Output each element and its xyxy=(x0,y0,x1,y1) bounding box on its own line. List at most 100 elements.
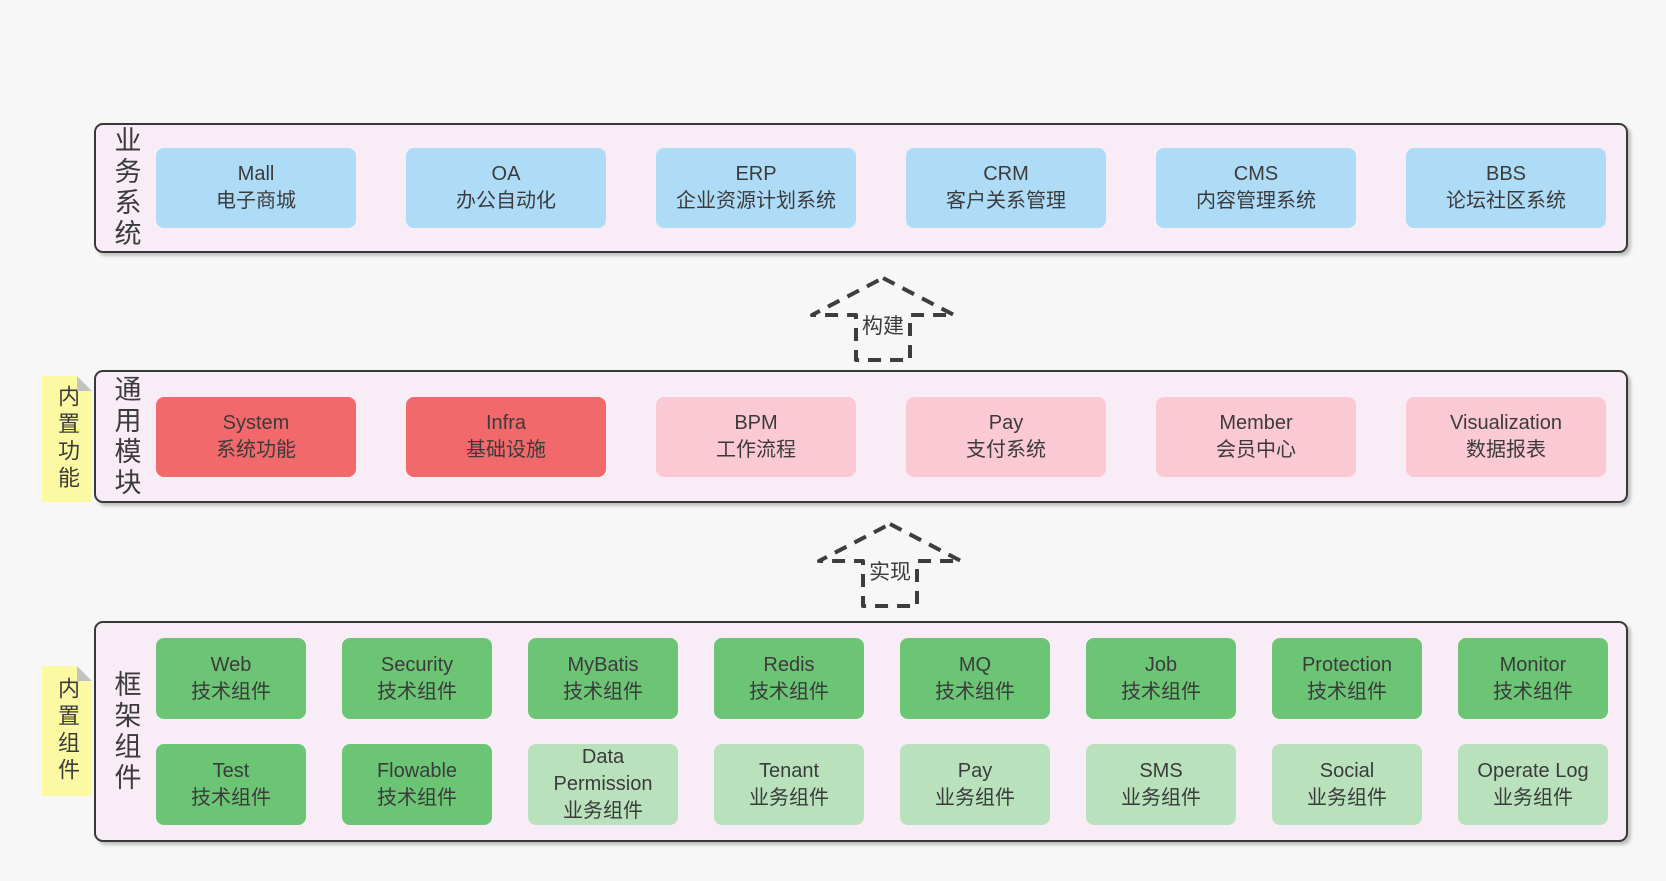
node-title: Infra xyxy=(485,411,527,434)
node-subtitle: 技术组件 xyxy=(1307,680,1387,703)
node-subtitle: 技术组件 xyxy=(377,786,457,809)
layer-label-framework-components: 框架组件 xyxy=(96,623,156,840)
arrow-build: 构建 xyxy=(810,275,956,363)
node-subtitle: 工作流程 xyxy=(716,438,796,461)
node-subtitle: 技术组件 xyxy=(191,786,271,809)
node-title: OA xyxy=(491,163,521,185)
layer-common-modules: 通用模块 System 系统功能 Infra 基础设施 BPM 工作流程 Pay… xyxy=(94,370,1628,503)
node-subtitle: 内容管理系统 xyxy=(1196,190,1316,212)
diagram-node-sms: SMS 业务组件 xyxy=(1086,744,1236,825)
diagram-node-mq: MQ 技术组件 xyxy=(900,638,1050,719)
diagram-node-pay-business: Pay 业务组件 xyxy=(900,744,1050,825)
node-subtitle: 技术组件 xyxy=(749,680,829,703)
node-title: Monitor xyxy=(1499,653,1567,676)
node-title: BBS xyxy=(1485,163,1527,185)
node-title: Visualization xyxy=(1450,411,1562,434)
diagram-node-bbs: BBS 论坛社区系统 xyxy=(1406,148,1606,228)
node-title: Security xyxy=(380,653,454,676)
node-subtitle: 技术组件 xyxy=(377,680,457,703)
node-title: Flowable xyxy=(376,759,458,782)
node-subtitle: 业务组件 xyxy=(1121,786,1201,809)
diagram-node-infra: Infra 基础设施 xyxy=(406,396,606,477)
node-title: MQ xyxy=(958,653,992,676)
component-row-1: Web 技术组件 Security 技术组件 MyBatis 技术组件 Redi… xyxy=(156,638,1626,719)
diagram-node-data-permission: Data Permission 业务组件 xyxy=(528,744,678,825)
node-title: Job xyxy=(1144,653,1178,676)
node-subtitle: 论坛社区系统 xyxy=(1446,190,1566,212)
layer-label-text: 通用模块 xyxy=(110,374,141,499)
arrow-build-label: 构建 xyxy=(859,309,907,341)
diagram-node-system: System 系统功能 xyxy=(156,396,356,477)
node-subtitle: 电子商城 xyxy=(216,190,296,212)
node-title: Operate Log xyxy=(1477,759,1589,782)
node-subtitle: 会员中心 xyxy=(1216,438,1296,461)
layer-label-common-modules: 通用模块 xyxy=(96,372,156,501)
node-subtitle: 基础设施 xyxy=(466,438,546,461)
node-title: Protection xyxy=(1301,653,1393,676)
node-title: Pay xyxy=(988,411,1024,434)
diagram-node-web: Web 技术组件 xyxy=(156,638,306,719)
node-title: Member xyxy=(1219,411,1293,434)
sticky-note-label: 内置功能 xyxy=(55,385,80,493)
node-title: CMS xyxy=(1233,163,1279,185)
diagram-node-visualization: Visualization 数据报表 xyxy=(1406,396,1606,477)
diagram-node-tenant: Tenant 业务组件 xyxy=(714,744,864,825)
diagram-node-member: Member 会员中心 xyxy=(1156,396,1356,477)
diagram-node-monitor: Monitor 技术组件 xyxy=(1458,638,1608,719)
diagram-node-security: Security 技术组件 xyxy=(342,638,492,719)
diagram-node-job: Job 技术组件 xyxy=(1086,638,1236,719)
node-title: ERP xyxy=(735,163,777,185)
diagram-node-mybatis: MyBatis 技术组件 xyxy=(528,638,678,719)
node-title: System xyxy=(222,411,290,434)
node-title: SMS xyxy=(1139,759,1183,782)
node-subtitle: 数据报表 xyxy=(1466,438,1546,461)
layer-business-systems: 业务系统 Mall 电子商城 OA 办公自动化 ERP 企业资源计划系统 CRM… xyxy=(94,123,1628,253)
node-title: BPM xyxy=(734,411,778,434)
node-subtitle: 支付系统 xyxy=(966,438,1046,461)
diagram-node-redis: Redis 技术组件 xyxy=(714,638,864,719)
diagram-node-bpm: BPM 工作流程 xyxy=(656,396,856,477)
layer-label-business-systems: 业务系统 xyxy=(96,125,156,251)
node-title: Web xyxy=(210,653,252,676)
node-title: MyBatis xyxy=(567,653,639,676)
sticky-note-builtin-components: 内置组件 xyxy=(42,666,92,796)
layer-label-text: 框架组件 xyxy=(110,669,141,794)
node-title: Social xyxy=(1319,759,1375,782)
diagram-node-cms: CMS 内容管理系统 xyxy=(1156,148,1356,228)
node-subtitle: 企业资源计划系统 xyxy=(676,190,836,212)
node-title: Redis xyxy=(763,653,815,676)
arrow-implement: 实现 xyxy=(817,521,963,609)
node-subtitle: 业务组件 xyxy=(563,800,643,822)
layer-label-text: 业务系统 xyxy=(110,126,141,250)
node-subtitle: 技术组件 xyxy=(191,680,271,703)
diagram-node-protection: Protection 技术组件 xyxy=(1272,638,1422,719)
diagram-node-erp: ERP 企业资源计划系统 xyxy=(656,148,856,228)
node-title: CRM xyxy=(983,163,1029,185)
sticky-note-label: 内置组件 xyxy=(55,677,80,785)
diagram-node-flowable: Flowable 技术组件 xyxy=(342,744,492,825)
node-subtitle: 系统功能 xyxy=(216,438,296,461)
diagram-node-mall: Mall 电子商城 xyxy=(156,148,356,228)
layer-framework-components: 框架组件 Web 技术组件 Security 技术组件 MyBatis 技术组件… xyxy=(94,621,1628,842)
node-subtitle: 技术组件 xyxy=(1121,680,1201,703)
node-subtitle: 办公自动化 xyxy=(456,190,556,212)
diagram-node-test: Test 技术组件 xyxy=(156,744,306,825)
node-subtitle: 业务组件 xyxy=(1307,786,1387,809)
framework-components-rows: Web 技术组件 Security 技术组件 MyBatis 技术组件 Redi… xyxy=(156,623,1626,840)
arrow-implement-label: 实现 xyxy=(866,555,914,587)
node-title: Tenant xyxy=(758,759,820,782)
node-title: Pay xyxy=(957,759,993,782)
sticky-note-builtin-functions: 内置功能 xyxy=(42,376,92,502)
node-title: Data Permission xyxy=(553,746,653,795)
diagram-node-operate-log: Operate Log 业务组件 xyxy=(1458,744,1608,825)
node-subtitle: 技术组件 xyxy=(1493,680,1573,703)
node-subtitle: 业务组件 xyxy=(935,786,1015,809)
diagram-node-social: Social 业务组件 xyxy=(1272,744,1422,825)
node-title: Mall xyxy=(237,163,275,185)
diagram-node-oa: OA 办公自动化 xyxy=(406,148,606,228)
diagram-node-pay: Pay 支付系统 xyxy=(906,396,1106,477)
component-row-2: Test 技术组件 Flowable 技术组件 Data Permission … xyxy=(156,744,1626,825)
diagram-node-crm: CRM 客户关系管理 xyxy=(906,148,1106,228)
common-modules-row: System 系统功能 Infra 基础设施 BPM 工作流程 Pay 支付系统… xyxy=(156,372,1626,501)
